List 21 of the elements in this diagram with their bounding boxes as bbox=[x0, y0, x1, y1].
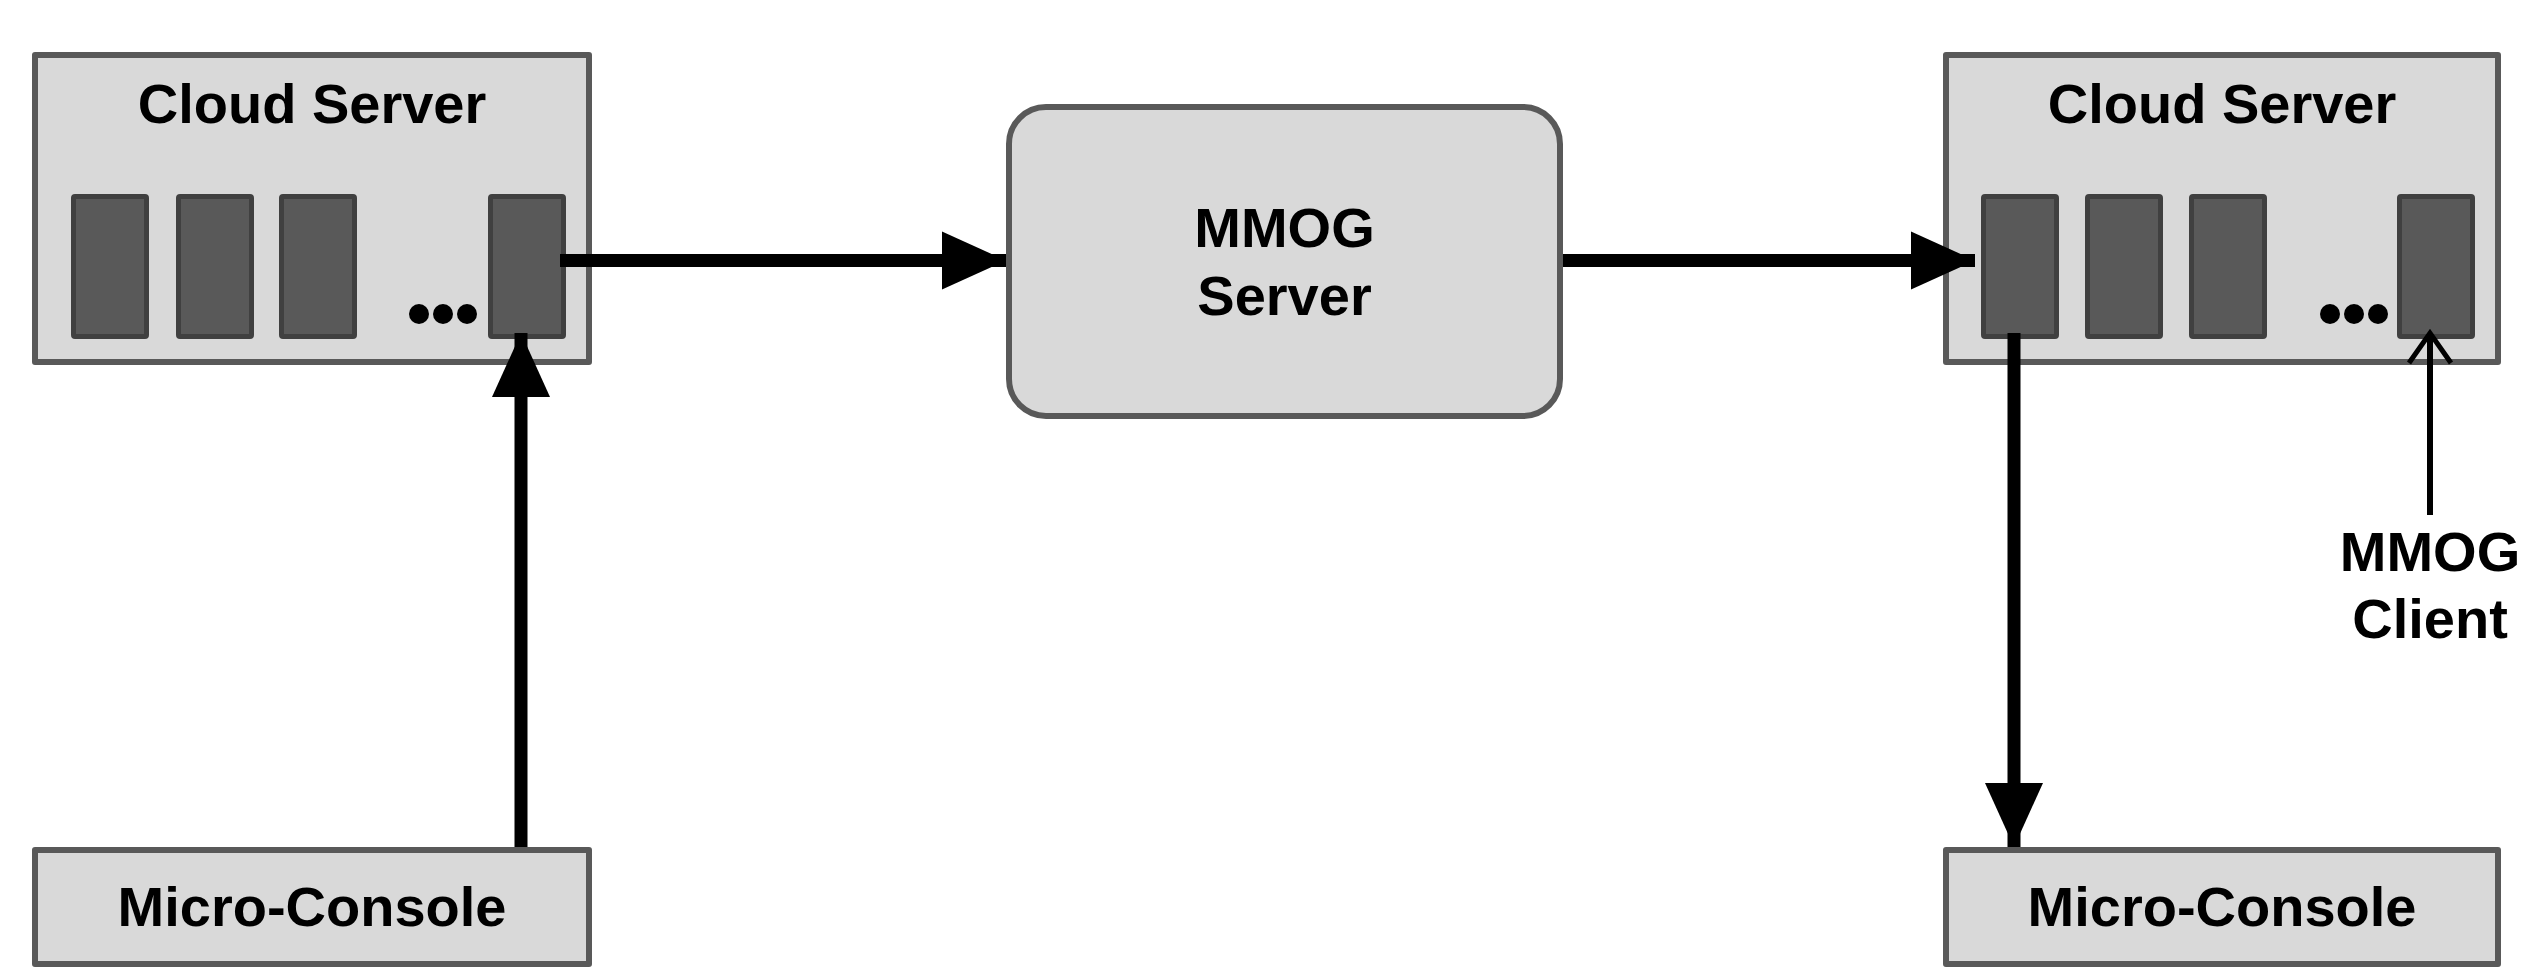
console-box bbox=[1943, 847, 2501, 967]
server-slot bbox=[2085, 194, 2163, 339]
client-label: MMOG Client bbox=[2338, 518, 2522, 652]
server-slot bbox=[279, 194, 357, 339]
console-box bbox=[32, 847, 592, 967]
server-slot bbox=[176, 194, 254, 339]
server-slot bbox=[2397, 194, 2475, 339]
node-label: MMOG Server bbox=[1193, 195, 1376, 329]
node-label: Cloud Server bbox=[2047, 71, 2397, 137]
cloud-server-box bbox=[1943, 52, 2501, 365]
arrow bbox=[2406, 330, 2454, 515]
server-slot bbox=[488, 194, 566, 339]
server-box bbox=[1006, 104, 1563, 419]
node-label: Cloud Server bbox=[137, 71, 487, 137]
server-slot bbox=[71, 194, 149, 339]
arrow bbox=[1563, 231, 1975, 290]
node-label: Micro-Console bbox=[117, 874, 507, 941]
node-label: Micro-Console bbox=[2027, 874, 2417, 941]
server-slot bbox=[2189, 194, 2267, 339]
cloud-server-box bbox=[32, 52, 592, 365]
server-slot bbox=[1981, 194, 2059, 339]
